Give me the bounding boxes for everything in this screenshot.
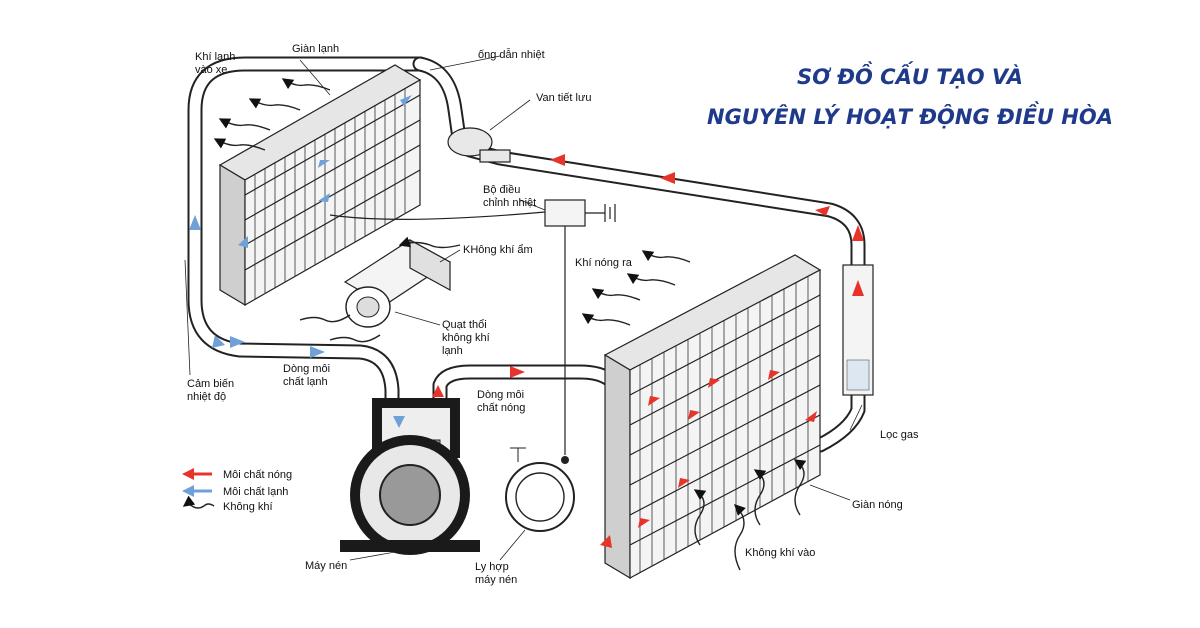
label-cold-flow-2: chất lạnh (283, 376, 328, 388)
label-blower-1: Quạt thổi (442, 319, 487, 331)
label-temp-sensor-1: Cảm biến (187, 378, 234, 390)
compressor-clutch (505, 447, 575, 532)
refrigerant-pipes (187, 56, 866, 453)
labels: Khí lạnh vào xe Giàn lạnh ống dẫn nhiệt … (187, 43, 919, 586)
label-air-in: Không khí vào (745, 547, 815, 559)
label-thermostat-1: Bộ điều (483, 184, 520, 196)
label-expansion-valve: Van tiết lưu (536, 92, 591, 104)
legend-cold: Môi chất lạnh (223, 486, 288, 498)
gas-filter (842, 225, 874, 396)
label-gas-filter: Lọc gas (880, 429, 919, 441)
label-blower-3: lạnh (442, 345, 463, 357)
label-hot-air-out: Khí nóng ra (575, 257, 633, 269)
label-clutch-2: máy nén (475, 574, 517, 586)
thermostat (329, 199, 616, 455)
expansion-valve (447, 127, 511, 163)
label-cold-flow-1: Dòng môi (283, 363, 330, 375)
label-hot-flow-2: chất nóng (477, 402, 525, 414)
label-condenser: Giàn nóng (852, 499, 903, 511)
blower-fan (343, 238, 452, 328)
label-temp-sensor-2: nhiệt độ (187, 391, 226, 403)
title-line-2: NGUYÊN LÝ HOẠT ĐỘNG ĐIỀU HÒA (707, 101, 1113, 129)
label-compressor: Máy nén (305, 560, 347, 572)
label-cold-air-in-1: Khí lạnh (195, 51, 235, 63)
cold-flow-arrows (189, 215, 325, 358)
condenser-coil (600, 254, 822, 580)
label-blower-2: không khí (442, 332, 490, 344)
compressor (340, 385, 480, 555)
air-arrows (213, 78, 807, 571)
hot-flow-arrows (510, 154, 830, 378)
label-evaporator: Giàn lạnh (292, 43, 339, 55)
label-clutch-1: Ly hợp (475, 561, 509, 573)
leader-lines (184, 55, 863, 561)
label-hot-flow-1: Dòng môi (477, 389, 524, 401)
label-humid-air: KHông khí ẩm (463, 244, 533, 256)
legend: Môi chất nóng Môi chất lạnh Không khí (182, 468, 292, 513)
evaporator-coil (218, 64, 422, 307)
legend-hot: Môi chất nóng (223, 469, 292, 481)
legend-air: Không khí (223, 501, 273, 513)
label-heat-pipe: ống dẫn nhiệt (478, 48, 545, 61)
label-cold-air-in-2: vào xe (195, 64, 227, 76)
title-line-1: SƠ ĐỒ CẤU TẠO VÀ (797, 61, 1023, 89)
label-thermostat-2: chỉnh nhiệt (483, 197, 536, 209)
